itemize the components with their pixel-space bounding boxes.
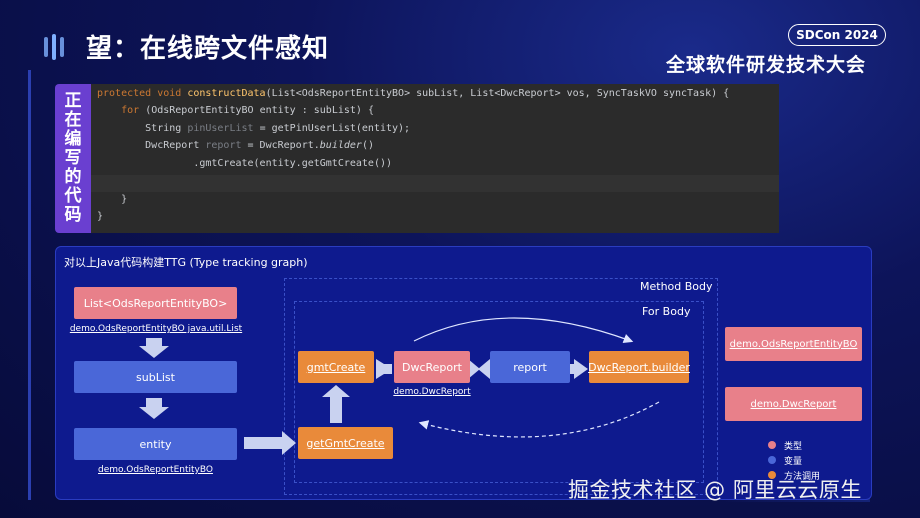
node-list-type-label: demo.OdsReportEntityBO java.util.List xyxy=(69,324,243,334)
node-side-dwc[interactable]: demo.DwcReport xyxy=(725,387,862,421)
code-token: .gmtCreate(entity.getGmtCreate()) xyxy=(97,158,393,169)
code-line: } xyxy=(97,211,103,222)
edge-bar xyxy=(376,364,392,374)
code-line: } xyxy=(97,194,127,205)
current-line-highlight xyxy=(91,175,779,192)
legend-variable-label: 变量 xyxy=(784,457,803,467)
edge-bar xyxy=(568,364,576,374)
node-sublist[interactable]: subList xyxy=(74,361,237,393)
code-token: (OdsReportEntityBO entity : subList) { xyxy=(145,105,374,116)
code-token: protected void xyxy=(97,88,188,99)
page-title: 望：在线跨文件感知 xyxy=(86,34,330,64)
side-label-char: 在 xyxy=(64,110,82,130)
code-line: DwcReport report = DwcReport.builder() xyxy=(97,140,374,151)
code-token: () xyxy=(361,140,374,151)
legend-type-label: 类型 xyxy=(784,442,803,452)
side-label-char: 码 xyxy=(64,205,82,225)
arrow-left-icon xyxy=(574,359,588,379)
code-token: builder xyxy=(319,140,362,151)
ttg-edges xyxy=(139,317,660,455)
conference-badge: SDCon 2024 xyxy=(788,24,886,46)
ttg-title: 对以上Java代码构建TTG (Type tracking graph) xyxy=(64,256,308,269)
code-token: for xyxy=(121,105,146,116)
node-get-gmt-create[interactable]: getGmtCreate xyxy=(298,427,393,459)
node-side-entity[interactable]: demo.OdsReportEntityBO xyxy=(725,327,862,361)
arrow-left-icon xyxy=(478,359,490,379)
ttg-panel: 对以上Java代码构建TTG (Type tracking graph) Met… xyxy=(55,246,872,500)
side-label-char: 写 xyxy=(64,148,82,168)
method-body-label: Method Body xyxy=(640,280,713,293)
side-label-char: 编 xyxy=(64,129,82,149)
watermark: 掘金技术社区 @ 阿里云云原生 xyxy=(568,478,862,502)
node-report[interactable]: report xyxy=(490,351,570,383)
node-entity-label: demo.OdsReportEntityBO xyxy=(98,465,213,475)
node-dwc-report-label: demo.DwcReport xyxy=(393,387,471,397)
code-token xyxy=(97,105,121,116)
code-token: constructData xyxy=(187,88,266,99)
logo-bars-icon xyxy=(44,34,68,60)
code-token: } xyxy=(97,211,104,222)
code-line: .gmtCreate(entity.getGmtCreate()) xyxy=(97,158,392,169)
code-editor[interactable]: protected void constructData(List<OdsRep… xyxy=(91,84,779,233)
node-list-type[interactable]: List<OdsReportEntityBO> xyxy=(74,287,237,319)
node-entity[interactable]: entity xyxy=(74,428,237,460)
code-token: String xyxy=(97,123,188,134)
conference-name: 全球软件研发技术大会 xyxy=(666,54,867,76)
code-line: protected void constructData(List<OdsRep… xyxy=(97,88,729,99)
code-token: } xyxy=(97,194,128,205)
for-body-label: For Body xyxy=(642,305,691,318)
code-line: for (OdsReportEntityBO entity : subList)… xyxy=(97,105,374,116)
side-label-char: 正 xyxy=(64,91,82,111)
code-token: DwcReport xyxy=(97,140,206,151)
method-body-box xyxy=(284,278,718,495)
node-builder[interactable]: DwcReport.builder xyxy=(588,351,690,383)
arrow-right-icon xyxy=(244,431,296,455)
legend-variable-dot xyxy=(768,456,776,464)
node-dwc-report[interactable]: DwcReport xyxy=(394,351,470,383)
arrow-right-icon xyxy=(468,359,480,379)
arrow-down-icon xyxy=(139,338,169,358)
side-label-char: 代 xyxy=(64,186,82,206)
for-body-box xyxy=(294,301,704,483)
code-token: report xyxy=(205,140,242,151)
side-label-char: 的 xyxy=(64,167,82,187)
code-token: (List<OdsReportEntityBO> subList, List<D… xyxy=(265,88,730,99)
left-accent-stripe xyxy=(28,70,31,500)
code-line: String pinUserList = getPinUserList(enti… xyxy=(97,123,410,134)
flow-curve-top xyxy=(413,317,634,344)
legend-method-label: 方法调用 xyxy=(784,472,821,482)
code-token: = getPinUserList(entity); xyxy=(253,123,411,134)
side-label: 正 在 编 写 的 代 码 xyxy=(55,84,91,233)
legend-method-dot xyxy=(768,471,776,479)
legend-type-dot xyxy=(768,441,776,449)
arrow-down-icon xyxy=(139,398,169,419)
code-token: = DwcReport. xyxy=(241,140,320,151)
flow-curve-bottom xyxy=(418,401,660,438)
code-token: pinUserList xyxy=(187,123,254,134)
node-gmt-create[interactable]: gmtCreate xyxy=(298,351,374,383)
arrow-up-icon xyxy=(322,385,350,423)
